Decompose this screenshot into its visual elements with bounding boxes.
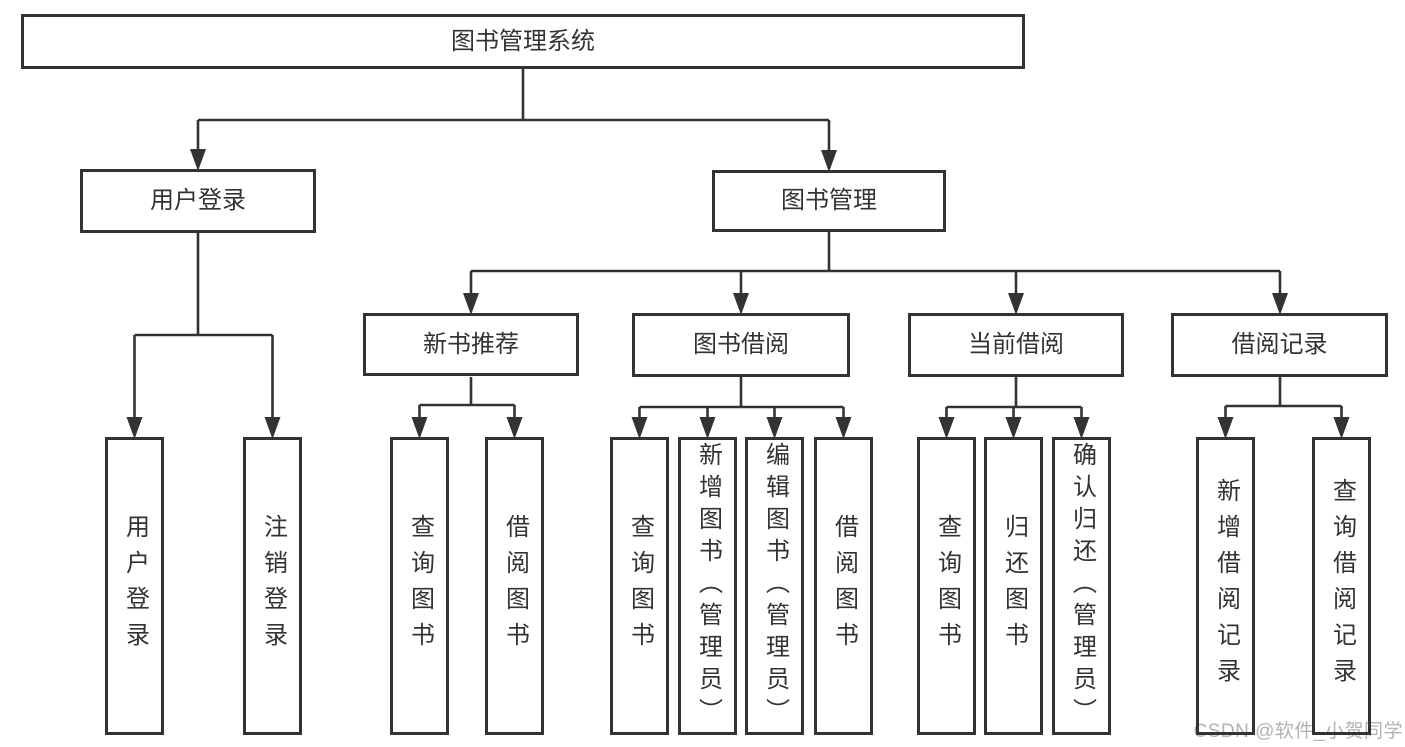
node-user-login: 用户登录 xyxy=(80,169,316,233)
leaf-borrow-books-rec: 借阅图书 xyxy=(485,437,544,735)
edge-bookmgmt-to-level3 xyxy=(469,232,1282,296)
edge-root-to-level2 xyxy=(196,69,831,153)
leaf-query-books-borrow: 查询图书 xyxy=(610,437,669,735)
arrow-down-icon xyxy=(1073,417,1090,439)
leaf-edit-books-admin: 编辑图书（管理员） xyxy=(745,437,804,735)
watermark: CSDN @软件_小贺同学 xyxy=(1193,721,1403,742)
edge-newrec-to-leaves xyxy=(418,377,516,420)
leaf-borrow-books: 借阅图书 xyxy=(814,437,873,735)
arrow-down-icon xyxy=(1005,417,1022,439)
arrow-down-icon xyxy=(699,417,716,439)
edge-records-to-leaves xyxy=(1224,377,1343,420)
edge-userlogin-to-leaves xyxy=(133,233,274,420)
edge-currentborrow-to-leaves xyxy=(945,377,1083,420)
arrow-down-icon xyxy=(1272,293,1288,315)
arrow-down-icon xyxy=(506,417,523,439)
arrow-down-icon xyxy=(835,417,852,439)
node-book-management: 图书管理 xyxy=(712,170,946,232)
leaf-return-books: 归还图书 xyxy=(984,437,1043,735)
arrow-down-icon xyxy=(631,417,648,439)
node-new-book-recommend: 新书推荐 xyxy=(363,313,579,376)
leaf-user-login: 用户登录 xyxy=(105,437,164,735)
leaf-logout: 注销登录 xyxy=(243,437,302,735)
leaf-add-books-admin: 新增图书（管理员） xyxy=(678,437,737,735)
arrow-down-icon xyxy=(938,417,955,439)
arrow-down-icon xyxy=(264,417,281,439)
node-book-borrow: 图书借阅 xyxy=(632,313,850,377)
leaf-confirm-return-admin: 确认归还（管理员） xyxy=(1052,437,1111,735)
arrow-down-icon xyxy=(766,417,783,439)
node-root-title: 图书管理系统 xyxy=(21,14,1025,69)
leaf-query-books-rec: 查询图书 xyxy=(390,437,449,735)
arrow-down-icon xyxy=(1333,417,1350,439)
node-borrow-records: 借阅记录 xyxy=(1171,313,1388,377)
leaf-add-borrow-record: 新增借阅记录 xyxy=(1196,437,1255,735)
arrow-down-icon xyxy=(733,293,749,315)
arrow-down-icon xyxy=(1217,417,1234,439)
arrow-down-icon xyxy=(1008,293,1024,315)
leaf-query-borrow-record: 查询借阅记录 xyxy=(1312,437,1371,735)
leaf-query-books-current: 查询图书 xyxy=(917,437,976,735)
edge-bookborrow-to-leaves xyxy=(638,377,845,420)
arrow-down-icon xyxy=(463,293,479,315)
arrow-down-icon xyxy=(411,417,428,439)
node-current-borrow: 当前借阅 xyxy=(908,313,1124,377)
arrow-down-icon xyxy=(126,417,143,439)
arrow-down-icon xyxy=(190,149,206,171)
arrow-down-icon xyxy=(821,150,837,172)
